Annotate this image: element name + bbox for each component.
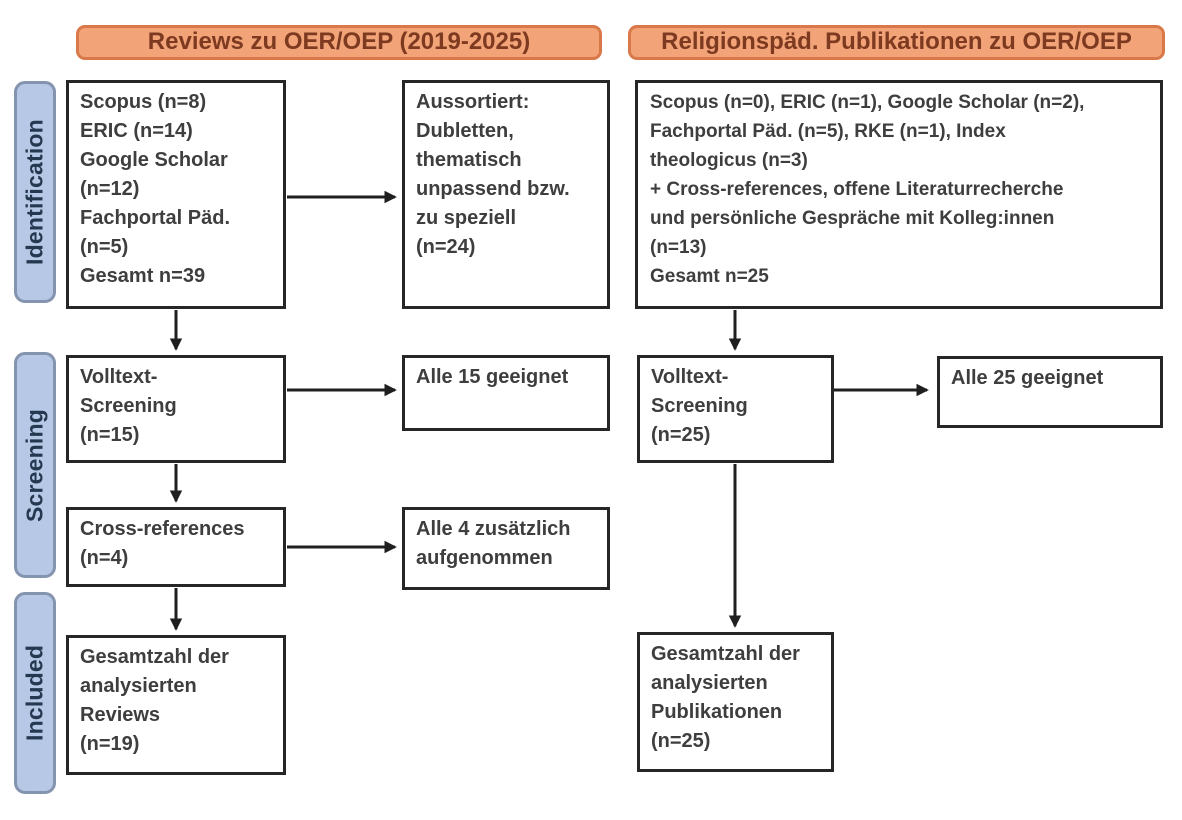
column-header-reviews: Reviews zu OER/OEP (2019-2025) bbox=[76, 25, 602, 60]
node-excluded-left: Aussortiert: Dubletten, thematisch unpas… bbox=[402, 80, 610, 309]
column-header-religionspaed: Religionspäd. Publikationen zu OER/OEP bbox=[628, 25, 1165, 60]
node-crossref-left: Cross-references (n=4) bbox=[66, 507, 286, 587]
node-sources-right: Scopus (n=0), ERIC (n=1), Google Scholar… bbox=[635, 80, 1163, 309]
stage-label-screening: Screening bbox=[14, 352, 56, 578]
node-fulltext-screening-right: Volltext- Screening (n=25) bbox=[637, 355, 834, 463]
node-sources-left: Scopus (n=8) ERIC (n=14) Google Scholar … bbox=[66, 80, 286, 309]
node-crossref-result-left: Alle 4 zusätzlich aufgenommen bbox=[402, 507, 610, 590]
node-fulltext-screening-left: Volltext- Screening (n=15) bbox=[66, 355, 286, 463]
node-included-total-right: Gesamtzahl der analysierten Publikatione… bbox=[637, 632, 834, 772]
node-included-total-left: Gesamtzahl der analysierten Reviews (n=1… bbox=[66, 635, 286, 775]
node-fulltext-result-right: Alle 25 geeignet bbox=[937, 356, 1163, 428]
stage-label-identification: Identification bbox=[14, 81, 56, 303]
stage-label-included: Included bbox=[14, 592, 56, 794]
node-fulltext-result-left: Alle 15 geeignet bbox=[402, 355, 610, 431]
